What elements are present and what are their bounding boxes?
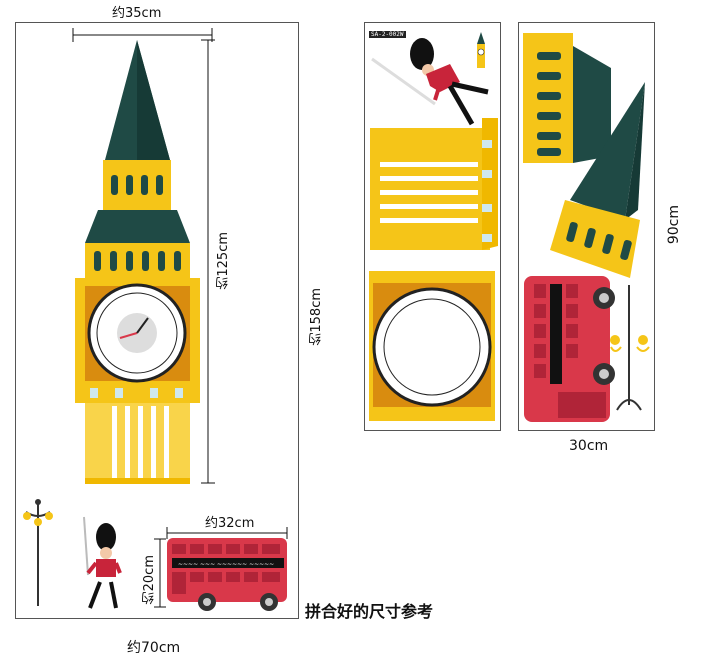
sheet-width-label: 30cm xyxy=(569,438,609,454)
product-code-label: SA-2-002W xyxy=(369,31,406,38)
bus-width-label: 约32cm xyxy=(205,516,255,531)
sheet-height-label: 90cm xyxy=(666,205,682,245)
big-ben-tower-illustration xyxy=(75,40,200,484)
total-width-label: 约70cm xyxy=(127,640,181,656)
bus-width-dimension-line xyxy=(166,527,288,539)
tower-middle-section-icon xyxy=(370,118,498,250)
bus-height-dimension-line xyxy=(154,538,166,608)
royal-guard-icon xyxy=(83,516,122,609)
street-lamp-icon xyxy=(23,499,53,606)
total-height-label: 约158cm xyxy=(309,288,324,346)
bus-height-label: 约20cm xyxy=(142,555,157,605)
street-lamp-piece-icon xyxy=(610,285,650,411)
bus-vertical-piece-icon xyxy=(524,276,615,422)
royal-guard-with-sword-icon xyxy=(371,38,489,126)
clock-face-section-icon xyxy=(369,271,495,421)
tower-height-dimension-line xyxy=(201,39,215,484)
spire-section-icon xyxy=(550,82,645,278)
assembled-size-caption: 拼合好的尺寸参考 xyxy=(305,602,434,621)
belfry-section-icon xyxy=(523,33,611,163)
top-width-label: 约35cm xyxy=(112,6,162,21)
tower-height-label: 约125cm xyxy=(216,232,231,290)
big-ben-logo-icon xyxy=(477,32,485,68)
svg-text:~~~~ ~~~ ~~~~~~ ~~~~~: ~~~~ ~~~ ~~~~~~ ~~~~~ xyxy=(178,561,274,568)
double-decker-bus-illustration: ~~~~ ~~~ ~~~~~~ ~~~~~ xyxy=(167,538,287,611)
